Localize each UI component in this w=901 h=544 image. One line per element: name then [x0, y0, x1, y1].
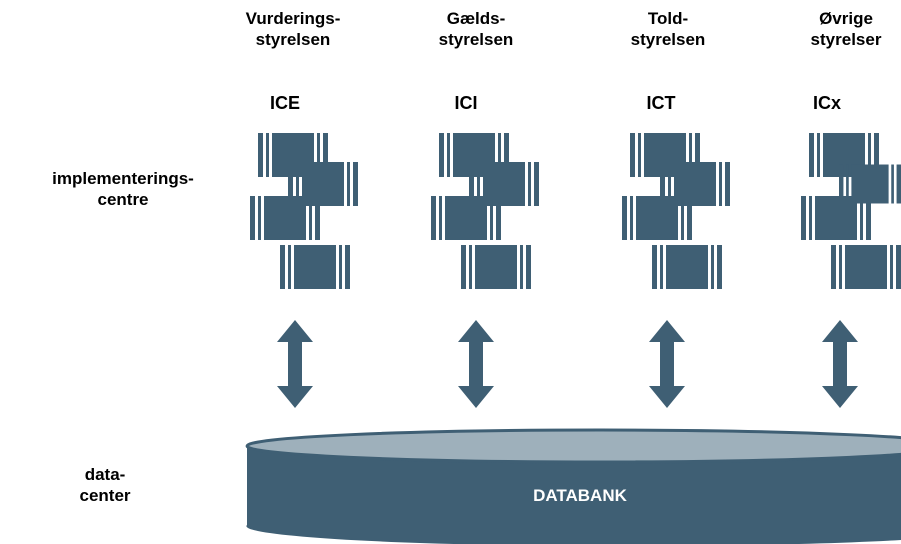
ic-label-ice: ICE: [269, 93, 300, 113]
ic-stack-ict: [622, 133, 730, 289]
ic-stack-ice: [250, 133, 358, 289]
ic-block: [622, 196, 692, 240]
ic-block: [431, 196, 501, 240]
ic-label-icx: ICx: [812, 93, 841, 113]
ic-label-ici: ICI: [454, 93, 478, 113]
ic-stack-icx: [801, 133, 901, 289]
database-label: DATABANK: [533, 486, 627, 505]
ic-stack-ici: [431, 133, 539, 289]
ic-block: [280, 245, 350, 289]
database-cylinder: [245, 428, 901, 544]
double-arrow-icon: [277, 320, 313, 408]
double-arrow-icon: [649, 320, 685, 408]
row-label-implementation-centres: implementerings- centre: [52, 169, 194, 209]
row-label-datacenter: data- center: [79, 465, 131, 505]
agency-title-ovrige-styrelser: Øvrige styrelser: [810, 9, 882, 49]
ic-block: [801, 196, 871, 240]
agency-title-toldstyrelsen: Told- styrelsen: [630, 9, 706, 49]
double-arrow-icon: [822, 320, 858, 408]
ic-label-ict: ICT: [646, 93, 676, 113]
ic-block: [831, 245, 901, 289]
ic-block: [250, 196, 320, 240]
agency-title-gaeldsstyrelsen: Gælds- styrelsen: [438, 9, 514, 49]
double-arrow-icon: [458, 320, 494, 408]
ic-block: [461, 245, 531, 289]
agency-title-vurderingsstyrelsen: Vurderings- styrelsen: [245, 9, 341, 49]
ic-block: [652, 245, 722, 289]
